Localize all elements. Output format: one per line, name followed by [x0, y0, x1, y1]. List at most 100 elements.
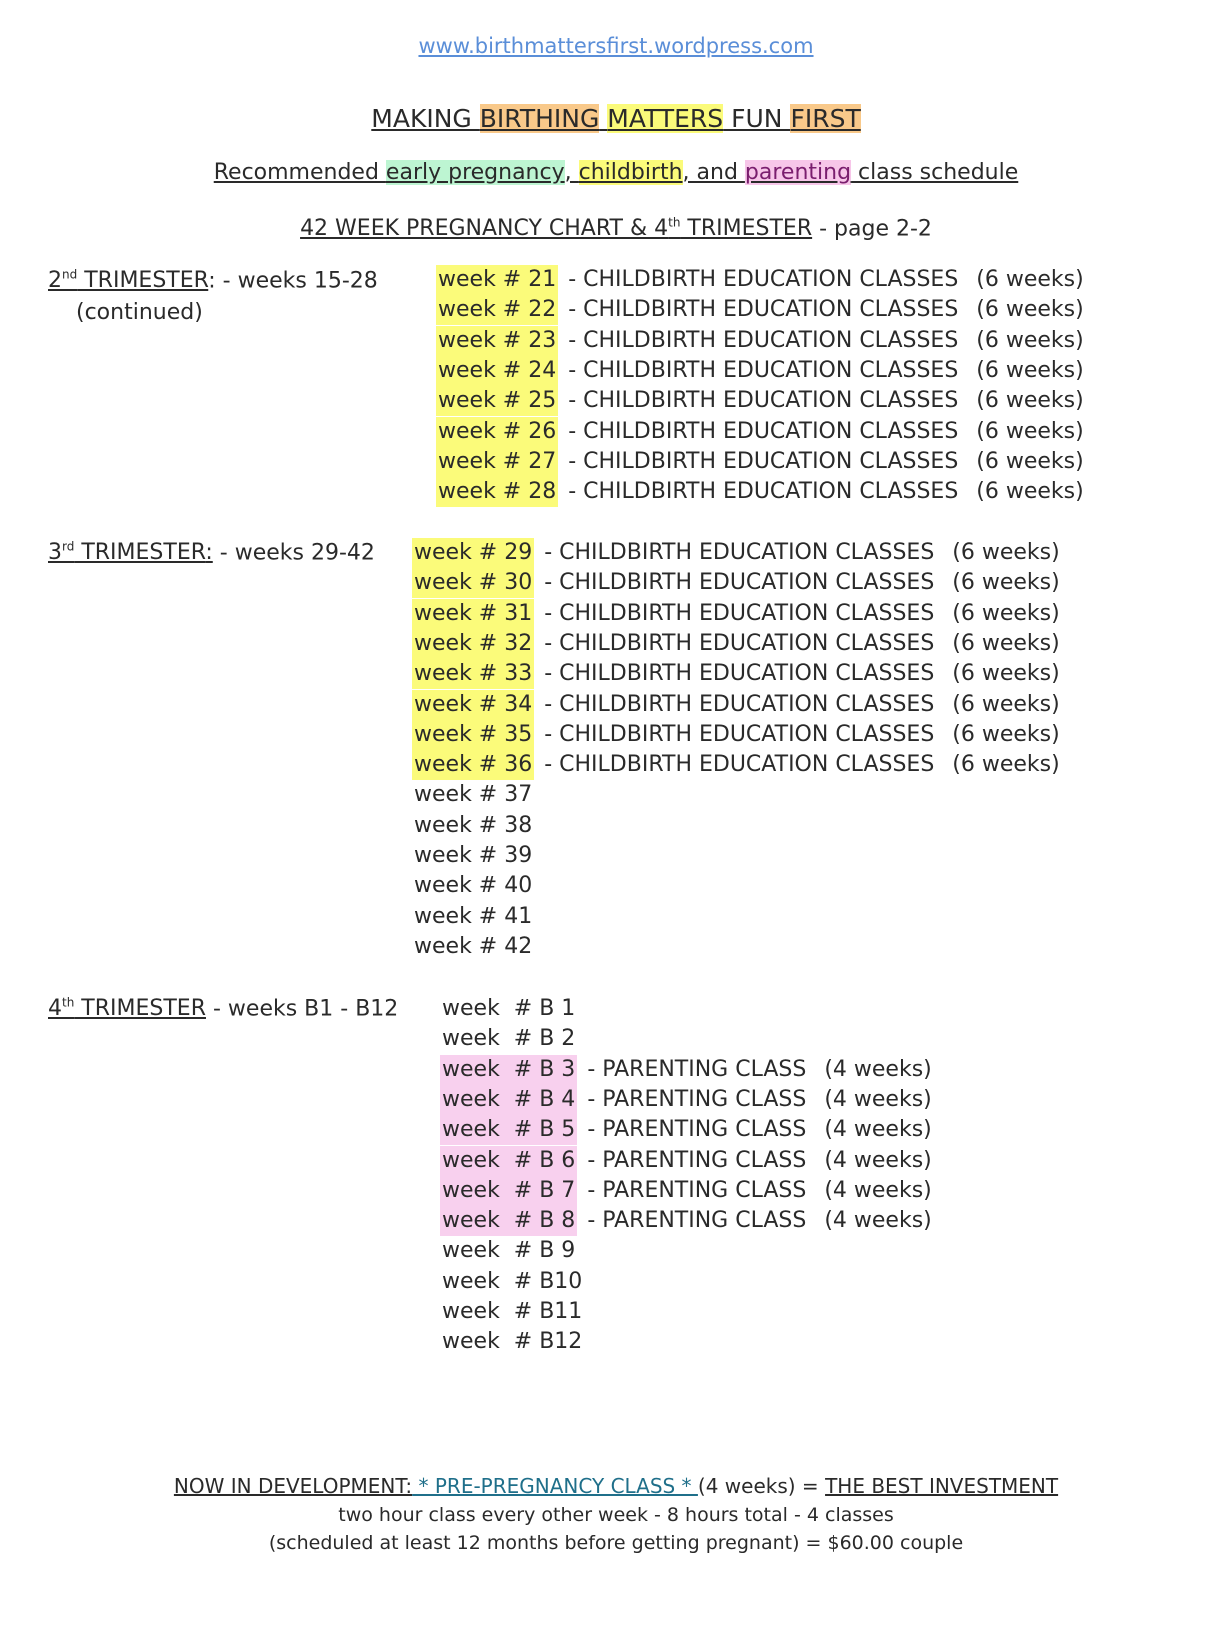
- list-item: week # B11: [440, 1297, 612, 1327]
- list-item: week # 41: [412, 902, 562, 932]
- subtitle-part-recommended: Recommended: [213, 160, 386, 185]
- class-duration: (6 weeks): [976, 357, 1084, 383]
- class-name: - CHILDBIRTH EDUCATION CLASSES: [568, 479, 959, 505]
- class-duration: (6 weeks): [976, 297, 1084, 323]
- list-item: week # 36- CHILDBIRTH EDUCATION CLASSES(…: [412, 750, 1060, 781]
- chart-title-main: 42 WEEK PREGNANCY CHART & 4: [300, 216, 669, 242]
- class-duration: (6 weeks): [976, 448, 1084, 474]
- week-label: week # 40: [414, 873, 533, 899]
- fourth-num: 4: [48, 996, 62, 1022]
- class-name: - PARENTING CLASS: [587, 1056, 807, 1082]
- list-item: week # 26- CHILDBIRTH EDUCATION CLASSES(…: [436, 416, 1084, 447]
- class-duration: (4 weeks): [824, 1147, 932, 1173]
- title-part-first: FIRST: [790, 104, 861, 133]
- third-sup: rd: [62, 540, 75, 554]
- class-duration: (4 weeks): [824, 1208, 932, 1234]
- fourth-trimester-heading: 4th TRIMESTER: [48, 996, 206, 1021]
- week-label: week # B12: [442, 1329, 583, 1355]
- third-label: TRIMESTER: [74, 540, 206, 566]
- class-duration: (4 weeks): [824, 1056, 932, 1082]
- class-duration: (6 weeks): [952, 570, 1060, 596]
- week-label: week # 38: [414, 812, 533, 838]
- chart-title: 42 WEEK PREGNANCY CHART & 4th TRIMESTER …: [0, 216, 1232, 241]
- list-item: week # B 9: [440, 1236, 605, 1266]
- class-name: - CHILDBIRTH EDUCATION CLASSES: [544, 570, 935, 596]
- class-duration: (4 weeks): [824, 1117, 932, 1143]
- third-trimester-label: 3rd TRIMESTER: - weeks 29-42: [48, 540, 375, 565]
- list-item: week # 35- CHILDBIRTH EDUCATION CLASSES(…: [412, 719, 1060, 750]
- title-part-matters: MATTERS: [607, 104, 724, 133]
- week-label: week # 23: [436, 325, 559, 356]
- week-label: week # 28: [436, 477, 559, 508]
- list-item: week # 38: [412, 811, 562, 841]
- footer-development-line: NOW IN DEVELOPMENT: * PRE-PREGNANCY CLAS…: [0, 1474, 1232, 1498]
- list-item: week # 34- CHILDBIRTH EDUCATION CLASSES(…: [412, 689, 1060, 720]
- list-item: week # B 8 - PARENTING CLASS (4 weeks): [440, 1206, 932, 1237]
- list-item: week # B10: [440, 1267, 612, 1297]
- second-label: TRIMESTER: [77, 268, 209, 294]
- third-colon: :: [205, 540, 213, 566]
- week-label: week # B 1: [442, 996, 576, 1021]
- class-name: - PARENTING CLASS: [587, 1086, 807, 1112]
- class-name: - CHILDBIRTH EDUCATION CLASSES: [568, 388, 959, 414]
- week-label: week # 42: [414, 933, 533, 959]
- week-label: week # 34: [412, 689, 535, 720]
- list-item: week # B 6- PARENTING CLASS(4 weeks): [440, 1145, 932, 1176]
- class-name: - CHILDBIRTH EDUCATION CLASSES: [568, 357, 959, 383]
- second-num: 2: [48, 268, 62, 294]
- chart-title-page: - page 2-2: [812, 216, 932, 242]
- class-duration: (6 weeks): [976, 267, 1084, 292]
- week-label: week # 27: [436, 446, 559, 477]
- second-trimester-note: (continued): [76, 300, 203, 325]
- class-name: - PARENTING CLASS: [587, 1177, 807, 1203]
- second-trimester-label: 2nd TRIMESTER: - weeks 15-28: [48, 268, 378, 293]
- fourth-range: - weeks B1 - B12: [206, 996, 399, 1022]
- class-name: - CHILDBIRTH EDUCATION CLASSES: [568, 327, 959, 353]
- footer-dev-tag: THE BEST INVESTMENT: [825, 1474, 1059, 1498]
- subtitle-part-class-schedule: class schedule: [851, 160, 1019, 185]
- footer-line-3: (scheduled at least 12 months before get…: [268, 1532, 964, 1554]
- fourth-label: TRIMESTER: [74, 996, 206, 1022]
- footer-dev-duration: (4 weeks) =: [697, 1474, 826, 1498]
- class-name: - CHILDBIRTH EDUCATION CLASSES: [568, 297, 959, 323]
- class-duration: (4 weeks): [824, 1086, 932, 1112]
- subtitle-part-parenting: parenting: [744, 160, 852, 185]
- week-label: week # 22: [436, 295, 559, 326]
- list-item: week # B 5- PARENTING CLASS(4 weeks): [440, 1115, 932, 1146]
- fourth-sup: th: [62, 996, 75, 1010]
- class-duration: (6 weeks): [976, 418, 1084, 444]
- second-trimester-heading: 2nd TRIMESTER: [48, 268, 208, 293]
- week-label: week # 30: [412, 568, 535, 599]
- week-label: week # 31: [412, 598, 535, 629]
- list-item: week # 31- CHILDBIRTH EDUCATION CLASSES(…: [412, 598, 1060, 629]
- class-duration: (6 weeks): [952, 752, 1060, 778]
- list-item: week # 30 - CHILDBIRTH EDUCATION CLASSES (…: [412, 568, 1060, 599]
- class-name: - CHILDBIRTH EDUCATION CLASSES: [544, 691, 935, 717]
- week-label: week # 39: [414, 843, 533, 868]
- week-label: week # B 9: [442, 1238, 576, 1264]
- class-duration: (6 weeks): [952, 661, 1060, 687]
- class-name: - PARENTING CLASS: [587, 1117, 807, 1143]
- week-label: week # B 8: [440, 1206, 578, 1237]
- week-label: week # 35: [412, 719, 535, 750]
- fourth-trimester-label: 4th TRIMESTER - weeks B1 - B12: [48, 996, 398, 1021]
- third-num: 3: [48, 540, 62, 566]
- class-name: - PARENTING CLASS: [587, 1208, 807, 1234]
- class-duration: (6 weeks): [952, 630, 1060, 656]
- week-label: week # 36: [412, 750, 535, 781]
- footer-line-2: two hour class every other week - 8 hour…: [338, 1504, 894, 1526]
- week-label: week # B 4: [440, 1084, 578, 1115]
- title-part-fun: FUN: [723, 104, 791, 133]
- week-label: week # B 7: [440, 1175, 578, 1206]
- week-label: week # 25: [436, 386, 559, 417]
- second-colon: :: [208, 268, 216, 294]
- week-label: week # 32: [412, 628, 535, 659]
- week-label: week # 37: [414, 782, 533, 808]
- class-name: - CHILDBIRTH EDUCATION CLASSES: [568, 418, 959, 444]
- class-duration: (6 weeks): [976, 327, 1084, 353]
- class-duration: (6 weeks): [952, 600, 1060, 626]
- footer-dev-class: * PRE-PREGNANCY CLASS *: [412, 1474, 698, 1498]
- website-url[interactable]: www.birthmattersfirst.wordpress.com: [418, 34, 814, 58]
- week-label: week # 41: [414, 903, 533, 929]
- title-part-making: MAKING: [371, 104, 480, 133]
